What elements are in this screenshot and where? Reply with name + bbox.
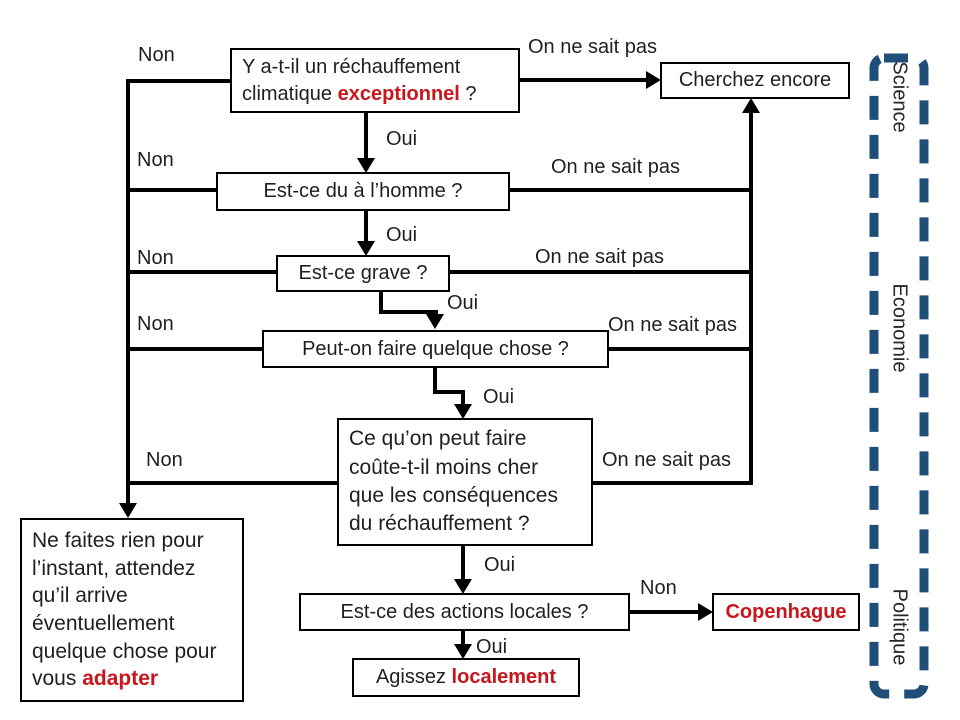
connector-non-q5 — [126, 481, 337, 485]
connector-unknown-rail — [749, 112, 753, 483]
question-grave-text: Est-ce grave ? — [298, 262, 428, 284]
question-grave-box: Est-ce grave ? — [276, 255, 450, 292]
connector-unknown-q3 — [450, 270, 753, 274]
question-rechauffement-box: Y a-t-il un réchauffement climatique exc… — [230, 48, 520, 113]
label-unknown-q4: On ne sait pas — [608, 314, 737, 336]
question-faire-text: Peut-on faire quelque chose ? — [302, 337, 569, 360]
arrowhead-unknown-rail-up-icon — [742, 98, 760, 113]
label-oui-q5: Oui — [484, 554, 516, 576]
label-non-q4: Non — [137, 313, 174, 335]
question-actions-locales-text: Est-ce des actions locales ? — [340, 600, 589, 623]
sector-label-politique: Politique — [888, 588, 911, 666]
label-non-q1: Non — [138, 44, 175, 66]
label-unknown-q5: On ne sait pas — [602, 449, 731, 471]
copenhague-box: Copenhague — [712, 593, 860, 631]
arrowhead-agissez-icon — [454, 644, 472, 659]
agissez-localement-box: Agissez localement — [352, 658, 580, 697]
label-non-q5: Non — [146, 449, 183, 471]
cherchez-encore-box: Cherchez encore — [660, 62, 850, 99]
label-oui-q1: Oui — [386, 128, 418, 150]
sector-label-science: Science — [888, 61, 911, 133]
connector-non-q3 — [126, 270, 276, 274]
label-non-q6: Non — [640, 577, 677, 599]
connector-q3-q4-stem — [433, 310, 437, 316]
arrowhead-q6-icon — [454, 579, 472, 594]
connector-q4-q5-stem — [461, 390, 465, 404]
label-oui-q4: Oui — [483, 386, 515, 408]
sector-bracket-border — [869, 53, 929, 699]
connector-non-q4 — [126, 347, 262, 351]
agissez-localement-text: Agissez localement — [375, 666, 557, 688]
question-cout-text: Ce qu’on peut faire coûte-t-il moins che… — [349, 427, 558, 536]
connector-q6-agissez — [461, 631, 465, 644]
connector-q3-q4-vert — [379, 292, 383, 314]
highlight-localement: localement — [451, 666, 557, 688]
question-actions-locales-box: Est-ce des actions locales ? — [299, 593, 630, 631]
sector-bracket — [869, 53, 929, 699]
arrowhead-q5-icon — [454, 404, 472, 419]
ne-faites-rien-box: Ne faites rien pour l’instant, attendez … — [20, 518, 244, 702]
sector-label-economie: Economie — [888, 283, 911, 373]
connector-q6-copenhague — [630, 610, 700, 614]
arrowhead-cherchez-icon — [646, 71, 661, 89]
question-cout-box: Ce qu’on peut faire coûte-t-il moins che… — [337, 418, 593, 546]
cherchez-encore-text: Cherchez encore — [678, 69, 832, 91]
question-homme-text: Est-ce du à l’homme ? — [263, 180, 463, 202]
connector-unknown-q2 — [510, 188, 753, 192]
connector-q1-cherchez — [520, 78, 648, 82]
connector-non-q1 — [126, 79, 230, 83]
question-homme-box: Est-ce du à l’homme ? — [216, 172, 510, 211]
question-faire-box: Peut-on faire quelque chose ? — [262, 330, 609, 368]
connector-q3-q4-horiz — [379, 310, 438, 314]
connector-q4-q5-horiz — [433, 390, 465, 394]
label-unknown-q2: On ne sait pas — [551, 156, 680, 178]
label-unknown-q3: On ne sait pas — [535, 246, 664, 268]
highlight-exceptionnel: exceptionnel — [337, 82, 460, 105]
arrowhead-copenhague-icon — [698, 603, 713, 621]
connector-unknown-q5 — [593, 481, 753, 485]
arrowhead-q3-icon — [357, 241, 375, 256]
label-unknown-q1: On ne sait pas — [528, 36, 657, 58]
label-oui-q6: Oui — [476, 636, 508, 658]
label-oui-q3: Oui — [447, 292, 479, 314]
label-oui-q2: Oui — [386, 224, 418, 246]
connector-non-rail — [126, 79, 130, 503]
connector-q4-q5-vert — [433, 368, 437, 394]
connector-q1-q2 — [364, 113, 368, 158]
connector-unknown-q4 — [609, 347, 753, 351]
connector-q2-q3 — [364, 211, 368, 241]
arrowhead-non-rail-down-icon — [119, 503, 137, 518]
label-non-q2: Non — [137, 149, 174, 171]
arrowhead-q2-icon — [357, 158, 375, 173]
ne-faites-rien-text: Ne faites rien pour l’instant, attendez … — [32, 528, 217, 691]
connector-non-q2 — [126, 188, 216, 192]
question-rechauffement-text: Y a-t-il un réchauffement climatique exc… — [242, 55, 477, 105]
copenhague-text: Copenhague — [725, 600, 847, 623]
highlight-adapter: adapter — [82, 667, 159, 691]
connector-q5-q6 — [461, 546, 465, 579]
arrowhead-q4-icon — [426, 314, 444, 329]
label-non-q3: Non — [137, 247, 174, 269]
